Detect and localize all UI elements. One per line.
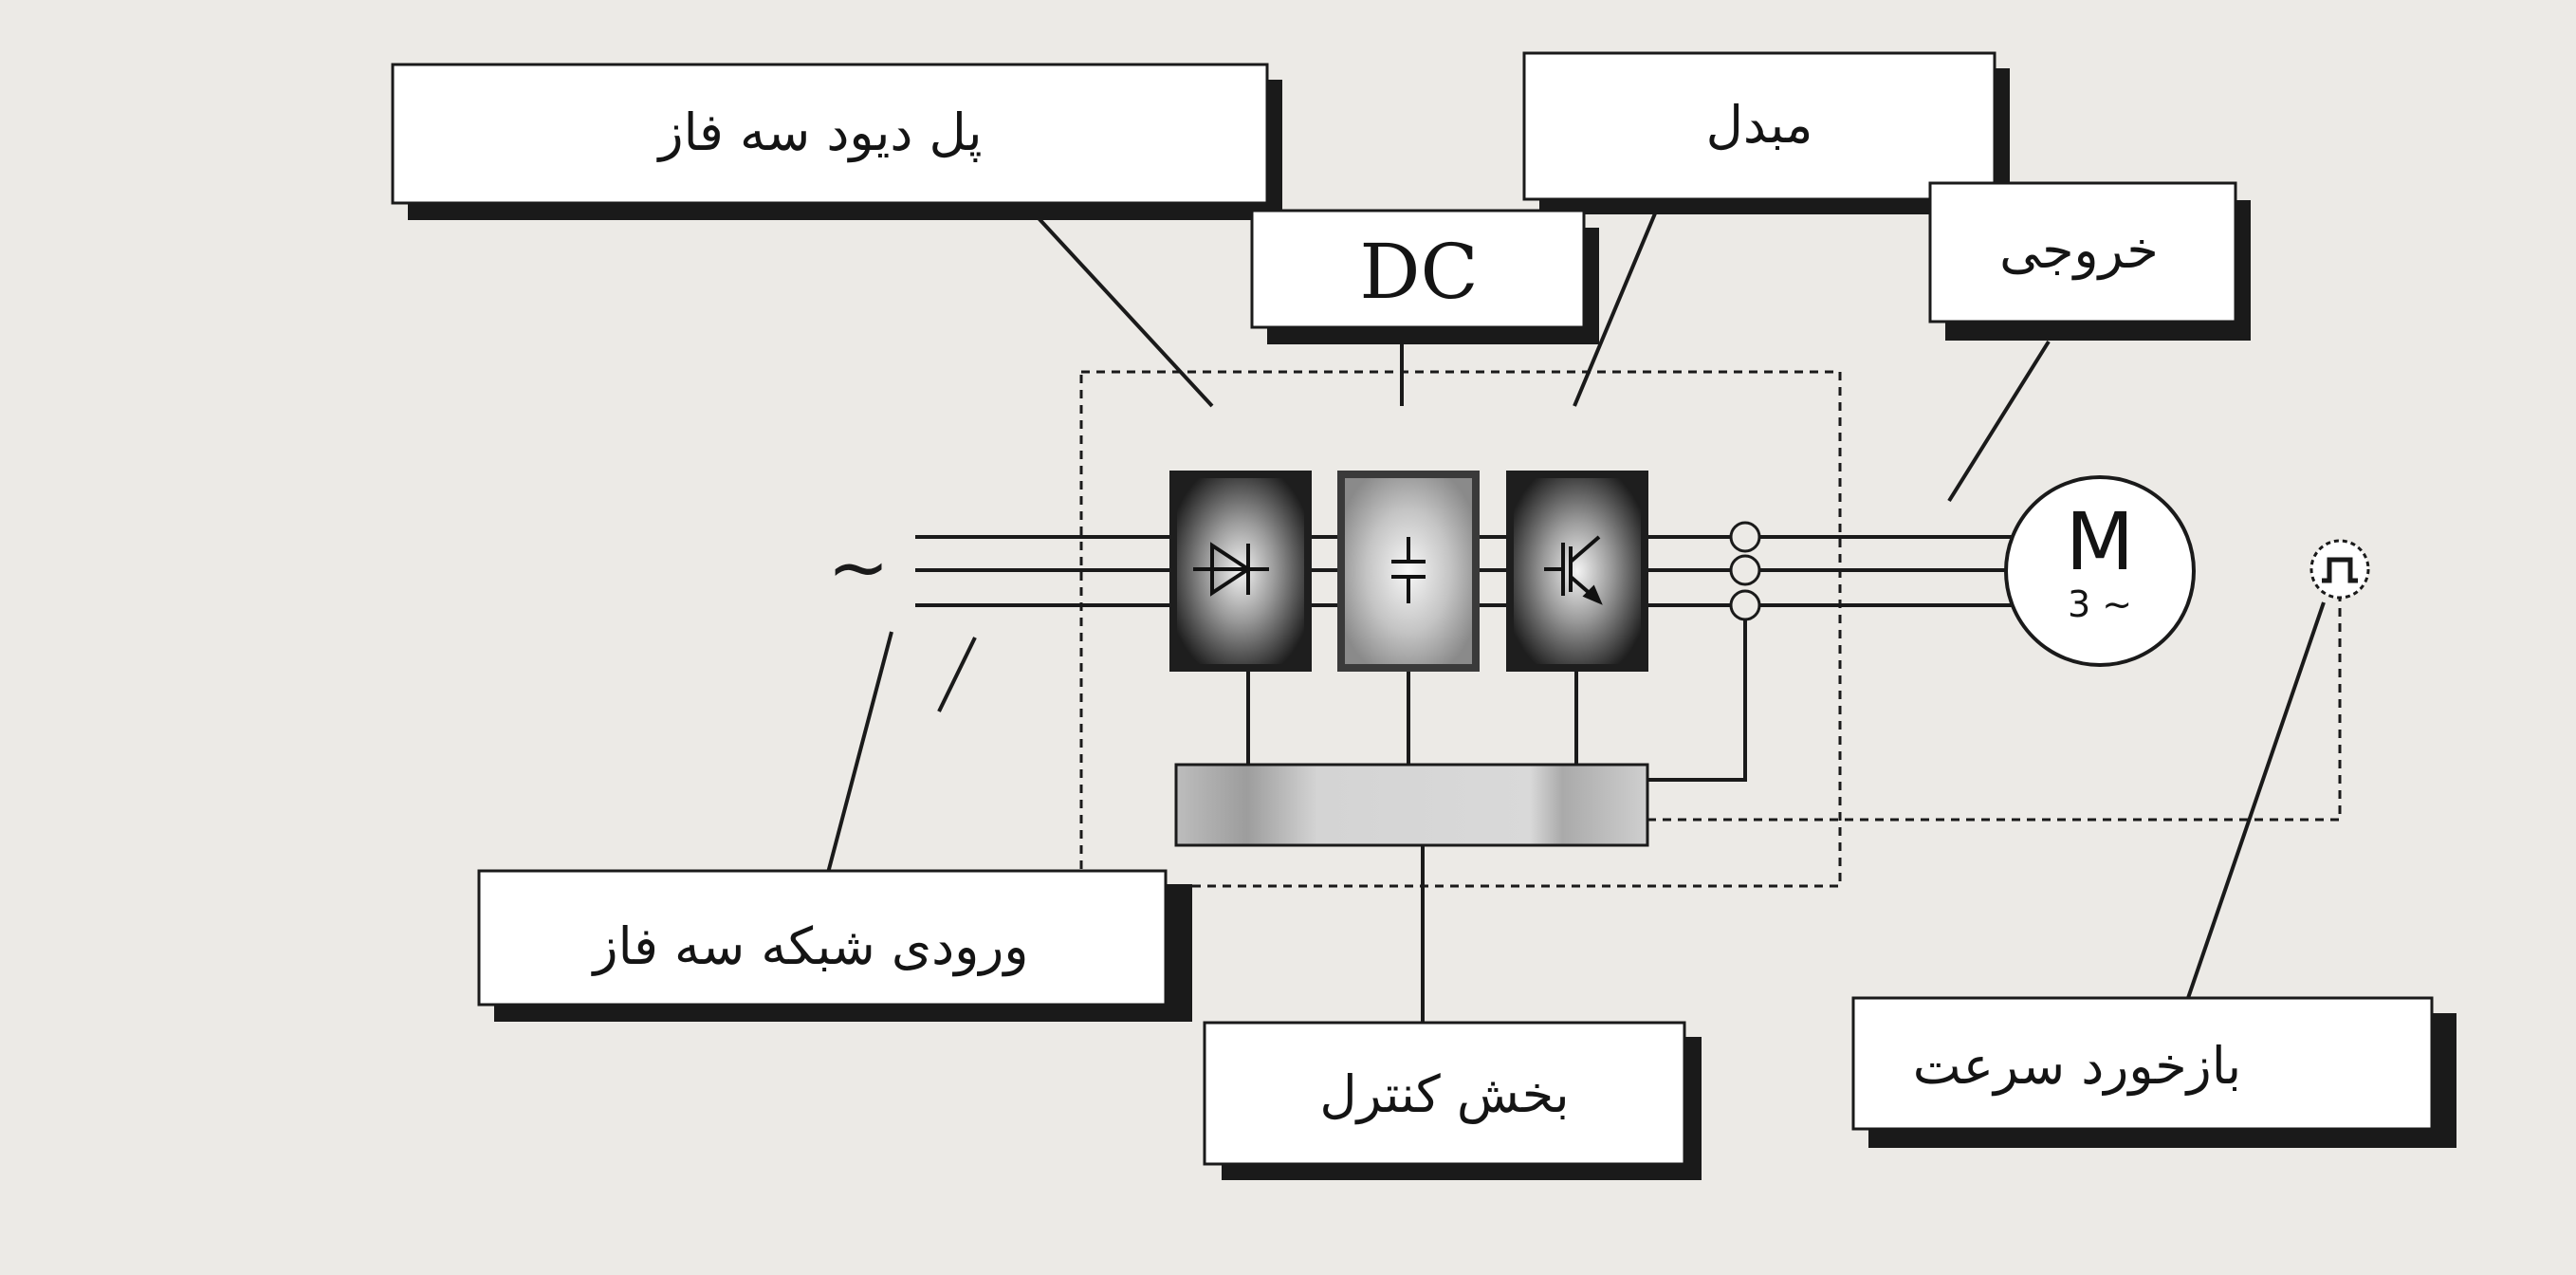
svg-text:3 ~: 3 ~ xyxy=(2068,583,2132,625)
control-links xyxy=(1246,619,1747,1025)
label-box-dc: DC xyxy=(1250,209,1599,344)
leader-lines xyxy=(826,191,2326,999)
label-box-speed-feedback: بازخورد سرعت xyxy=(1851,996,2456,1148)
svg-text:پل دیود سه فاز: پل دیود سه فاز xyxy=(656,102,983,162)
svg-text:DC: DC xyxy=(1359,228,1478,316)
svg-text:خروجی: خروجی xyxy=(1999,220,2159,280)
pulse-icon xyxy=(2309,539,2370,600)
drive-boundary xyxy=(1079,370,1842,888)
inverter-module xyxy=(1506,471,1648,672)
svg-text:M: M xyxy=(2066,495,2134,588)
motor-icon: M 3 ~ xyxy=(2004,475,2196,667)
svg-text:بازخورد سرعت: بازخورد سرعت xyxy=(1913,1036,2241,1096)
capacitor-icon xyxy=(1391,537,1426,603)
diode-icon xyxy=(1193,542,1269,597)
svg-text:ورودی شبکه سه فاز: ورودی شبکه سه فاز xyxy=(591,916,1029,976)
label-box-grid-input: ورودی شبکه سه فاز xyxy=(477,869,1192,1022)
label-box-control: بخش کنترل xyxy=(1203,1021,1702,1180)
speed-feedback-line xyxy=(1647,598,2342,822)
transistor-icon xyxy=(1544,535,1603,605)
dc-link-module xyxy=(1337,471,1480,672)
ac-source-icon: ~ xyxy=(827,526,889,611)
current-sensors xyxy=(1729,521,1761,621)
grid-tick-mark xyxy=(937,637,977,712)
label-box-bridge: پل دیود سه فاز xyxy=(391,63,1282,220)
label-box-output: خروجی xyxy=(1928,181,2251,341)
svg-text:بخش کنترل: بخش کنترل xyxy=(1319,1064,1569,1124)
control-unit xyxy=(1174,763,1649,847)
svg-text:مبدل: مبدل xyxy=(1706,95,1813,155)
rectifier-module xyxy=(1169,471,1312,672)
